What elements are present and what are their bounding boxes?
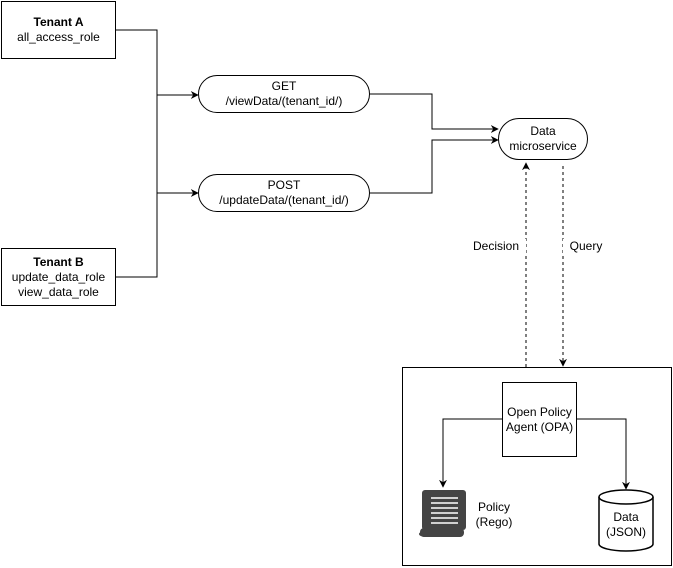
tenant-a-name: Tenant A	[33, 15, 84, 29]
opa-line1: Open Policy	[507, 404, 572, 419]
data-store-line1: Data	[613, 510, 639, 524]
edge-tenant-a	[116, 29, 199, 99]
get-path: /viewData/(tenant_id/)	[225, 94, 343, 108]
post-endpoint: POST /updateData/(tenant_id/)	[198, 174, 370, 212]
scroll-document-icon	[419, 490, 466, 537]
edge-opa-to-policy	[439, 418, 502, 488]
policy-line2: (Rego)	[475, 515, 513, 529]
tenant-b-box: Tenant B update_data_role view_data_role	[1, 248, 116, 306]
data-store-line2: (JSON)	[606, 525, 646, 539]
microservice-line1: Data	[530, 124, 556, 138]
edge-tenant-b	[116, 193, 158, 278]
data-store-label: Data (JSON)	[599, 510, 653, 540]
decision-label: Decision	[466, 239, 526, 254]
opa-box: Open Policy Agent (OPA)	[502, 382, 577, 457]
database-cylinder-icon	[598, 489, 654, 552]
post-method: POST	[267, 178, 301, 192]
policy-label: Policy (Rego)	[472, 500, 516, 530]
get-endpoint: GET /viewData/(tenant_id/)	[198, 75, 370, 113]
opa-container	[402, 367, 672, 566]
tenant-b-role-update: update_data_role	[11, 269, 106, 284]
tenant-a-box: Tenant A all_access_role	[1, 1, 116, 59]
tenant-a-role: all_access_role	[17, 30, 100, 44]
microservice-line2: microservice	[509, 139, 577, 153]
tenant-b-name: Tenant B	[33, 254, 84, 269]
policy-line1: Policy	[477, 500, 510, 514]
post-path: /updateData/(tenant_id/)	[219, 193, 349, 207]
tenant-b-role-view: view_data_role	[18, 284, 99, 299]
edge-post-to-service	[370, 136, 499, 194]
get-method: GET	[271, 79, 297, 93]
edge-get-to-service	[370, 93, 499, 133]
edge-opa-to-data	[576, 418, 630, 490]
edge-tenant-a-post	[156, 95, 199, 197]
data-microservice: Data microservice	[498, 118, 588, 160]
opa-line2: Agent (OPA)	[505, 419, 574, 434]
query-label: Query	[563, 239, 609, 254]
